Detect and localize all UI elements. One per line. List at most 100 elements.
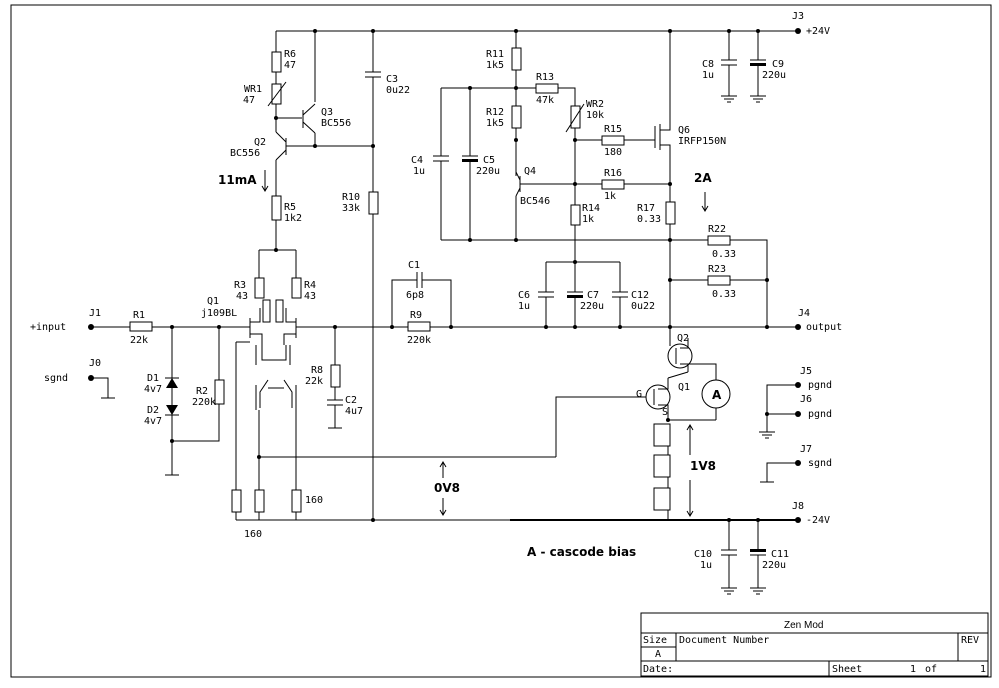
ground-c10: [721, 587, 737, 595]
fet-q2-lower: Q2: [667, 333, 693, 372]
svg-text:0.33: 0.33: [637, 214, 661, 225]
transistor-q2: Q2 BC556: [230, 131, 287, 161]
svg-text:Q4: Q4: [524, 166, 536, 177]
resistor-r9: R9 220k: [407, 310, 431, 346]
capacitor-c11: C11 220u: [750, 549, 789, 571]
svg-text:R1: R1: [133, 310, 145, 321]
resistor-r1: R1 22k: [129, 310, 153, 346]
svg-text:C6: C6: [518, 290, 530, 301]
svg-text:J0: J0: [89, 358, 101, 369]
svg-text:1: 1: [910, 664, 916, 675]
svg-text:22k: 22k: [305, 376, 323, 387]
svg-text:R6: R6: [284, 49, 296, 60]
svg-text:0.33: 0.33: [712, 249, 736, 260]
svg-text:J6: J6: [800, 394, 812, 405]
svg-text:43: 43: [304, 291, 316, 302]
svg-text:1k5: 1k5: [486, 60, 504, 71]
mosfet-q6: Q6 IRFP150N: [654, 124, 726, 150]
resistor-160b: 160: [291, 489, 323, 513]
svg-text:1k2: 1k2: [284, 213, 302, 224]
connector-j4[interactable]: J4 output: [795, 308, 842, 333]
svg-text:R10: R10: [342, 192, 360, 203]
svg-text:R15: R15: [604, 124, 622, 135]
svg-text:WR1: WR1: [244, 84, 262, 95]
svg-text:220u: 220u: [580, 301, 604, 312]
svg-text:A: A: [712, 388, 722, 402]
ground-c9: [750, 95, 766, 103]
svg-text:1u: 1u: [518, 301, 530, 312]
capacitor-c10: C10 1u: [694, 549, 737, 571]
svg-text:+24V: +24V: [806, 26, 830, 37]
capacitor-c4: C4 1u: [411, 155, 449, 177]
svg-text:pgnd: pgnd: [808, 409, 832, 420]
svg-text:Size: Size: [643, 635, 667, 646]
svg-text:Date:: Date:: [643, 664, 673, 675]
capacitor-c7: C7 220u: [567, 290, 604, 312]
svg-text:11mA: 11mA: [218, 173, 257, 187]
connector-j5[interactable]: J5 pgnd: [795, 366, 832, 391]
resistor-r4: R4 43: [291, 250, 316, 302]
svg-text:D2: D2: [147, 405, 159, 416]
svg-text:Zen Mod: Zen Mod: [784, 620, 823, 631]
resistor-r14: R14 1k: [570, 203, 600, 226]
svg-text:C9: C9: [772, 59, 784, 70]
svg-text:47: 47: [243, 95, 255, 106]
svg-text:R2: R2: [196, 386, 208, 397]
capacitor-c2: C2 4u7: [327, 395, 363, 417]
svg-text:R17: R17: [637, 203, 655, 214]
svg-text:C5: C5: [483, 155, 495, 166]
transistor-q3: Q3 BC556: [302, 103, 351, 134]
svg-text:C11: C11: [771, 549, 789, 560]
svg-text:R4: R4: [304, 280, 316, 291]
svg-text:4v7: 4v7: [144, 384, 162, 395]
connector-j3[interactable]: J3 +24V: [792, 11, 830, 37]
svg-text:sgnd: sgnd: [44, 373, 68, 384]
svg-text:C8: C8: [702, 59, 714, 70]
svg-text:43: 43: [236, 291, 248, 302]
title-block: Zen Mod Size A Document Number REV Date:…: [640, 612, 989, 677]
svg-text:R23: R23: [708, 264, 726, 275]
svg-text:0u22: 0u22: [386, 85, 410, 96]
annotation-2a: 2A: [694, 171, 712, 212]
svg-text:Q2: Q2: [677, 333, 689, 344]
transistor-q4: Q4 BC546: [515, 166, 575, 207]
capacitor-c8: C8 1u: [702, 59, 737, 81]
svg-text:1u: 1u: [413, 166, 425, 177]
svg-text:J1: J1: [89, 308, 101, 319]
svg-text:C4: C4: [411, 155, 423, 166]
capacitor-c6: C6 1u: [518, 290, 554, 312]
svg-text:output: output: [806, 322, 842, 333]
svg-text:Document Number: Document Number: [679, 635, 769, 646]
svg-text:2A: 2A: [694, 171, 712, 185]
svg-text:33k: 33k: [342, 203, 360, 214]
connector-j6[interactable]: J6 pgnd: [795, 394, 832, 420]
resistor-r2: R2 220k: [192, 379, 225, 408]
svg-text:R11: R11: [486, 49, 504, 60]
cascode-bias-label: A - cascode bias: [527, 545, 636, 559]
svg-text:0V8: 0V8: [434, 481, 460, 495]
svg-text:160: 160: [244, 529, 262, 540]
connector-j1[interactable]: J1 +input: [30, 308, 101, 333]
svg-text:Q1: Q1: [678, 382, 690, 393]
svg-text:Sheet: Sheet: [832, 664, 862, 675]
svg-text:J8: J8: [792, 501, 804, 512]
resistor-r13: R13 47k: [535, 72, 559, 106]
svg-text:160: 160: [305, 495, 323, 506]
trimmer-wr1: WR1 47: [243, 81, 287, 107]
connector-j7[interactable]: J7 sgnd: [795, 444, 832, 469]
annotation-11ma: 11mA: [218, 170, 269, 192]
connector-j0[interactable]: J0 sgnd: [44, 358, 101, 384]
svg-text:WR2: WR2: [586, 99, 604, 110]
svg-text:R16: R16: [604, 168, 622, 179]
svg-text:0.33: 0.33: [712, 289, 736, 300]
ammeter: A: [701, 379, 731, 409]
svg-text:Q6: Q6: [678, 125, 690, 136]
svg-text:R8: R8: [311, 365, 323, 376]
connector-j8[interactable]: J8 -24V: [792, 501, 830, 526]
svg-text:R3: R3: [234, 280, 246, 291]
svg-text:R5: R5: [284, 202, 296, 213]
svg-text:C1: C1: [408, 260, 420, 271]
svg-text:47k: 47k: [536, 95, 554, 106]
resistor-r22: R22 0.33: [707, 224, 736, 260]
